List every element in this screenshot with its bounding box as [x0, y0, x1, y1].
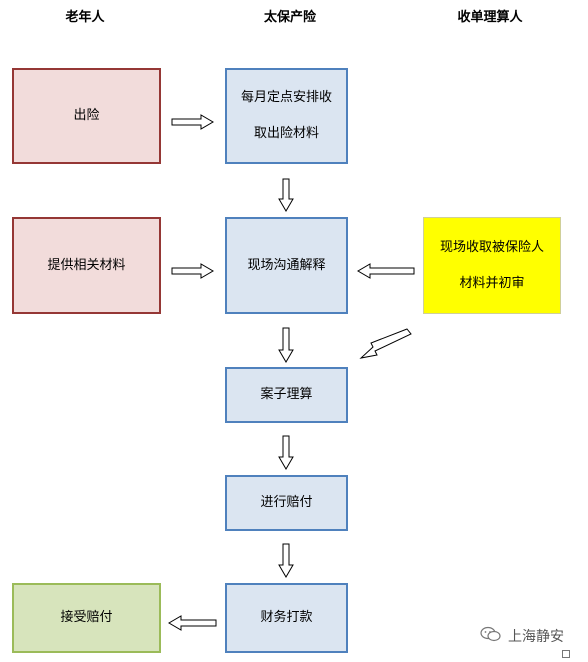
arrow-accept-from-finance [168, 615, 217, 631]
node-accept-compensation: 接受赔付 [12, 583, 161, 653]
node-onsite-collect-line-2: 材料并初审 [459, 275, 525, 291]
wechat-icon [480, 626, 502, 646]
column-header-elderly: 老年人 [65, 10, 105, 25]
node-monthly-collect-line-2: 取出险材料 [253, 126, 319, 141]
node-finance-payment-label: 财务打款 [260, 610, 313, 626]
node-monthly-collect: 每月定点安排收 取出险材料 [225, 68, 348, 164]
node-case-adjustment-label: 案子理算 [260, 387, 313, 403]
node-case-adjustment: 案子理算 [225, 367, 348, 423]
node-report-claim: 出险 [12, 68, 161, 164]
node-onsite-collect-line-1: 现场收取被保险人 [439, 239, 544, 255]
arrow-compensation-to-finance [278, 543, 294, 578]
node-provide-materials-label: 提供相关材料 [47, 257, 126, 273]
node-compensation: 进行赔付 [225, 475, 348, 531]
arrow-report-to-collect [171, 114, 214, 130]
arrow-communication-to-adjustment [278, 327, 294, 363]
node-compensation-label: 进行赔付 [260, 495, 313, 511]
watermark-text: 上海静安 [508, 629, 564, 645]
arrow-onsite-to-adjustment [359, 328, 412, 359]
arrow-adjustment-to-compensation [278, 435, 294, 470]
node-report-claim-label: 出险 [73, 108, 100, 124]
node-accept-compensation-label: 接受赔付 [60, 610, 113, 626]
node-finance-payment: 财务打款 [225, 583, 348, 653]
node-onsite-collect: 现场收取被保险人 材料并初审 [423, 217, 561, 314]
column-header-insurer: 太保产险 [263, 10, 316, 25]
node-monthly-collect-line-1: 每月定点安排收 [240, 90, 332, 106]
node-provide-materials: 提供相关材料 [12, 217, 161, 314]
watermark: 上海静安 [480, 626, 564, 646]
arrow-adjuster-to-communication [357, 263, 415, 279]
node-onsite-communication-label: 现场沟通解释 [247, 257, 326, 273]
watermark-square-icon [562, 650, 570, 658]
column-header-adjuster: 收单理算人 [457, 10, 523, 25]
arrow-provide-to-communication [171, 263, 214, 279]
arrow-collect-to-communication [278, 178, 294, 212]
node-onsite-communication: 现场沟通解释 [225, 217, 348, 314]
